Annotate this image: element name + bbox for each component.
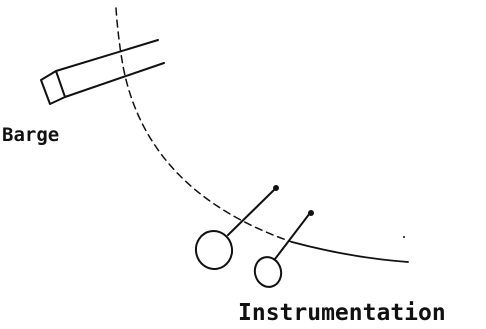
barge-line-upper — [55, 39, 159, 72]
barge-end-block — [40, 70, 66, 105]
barge-shape — [40, 39, 165, 105]
instrument-right-dot — [308, 210, 314, 216]
instrument-left — [194, 185, 279, 270]
instrument-right — [253, 210, 314, 288]
instrument-right-circle — [253, 256, 283, 288]
instrument-left-circle — [194, 230, 234, 270]
solid-arc — [291, 241, 409, 263]
instrumentation-label: Instrumentation — [238, 300, 446, 326]
barge-label: Barge — [2, 124, 60, 146]
speck-mark — [403, 236, 405, 238]
dashed-arc — [115, 7, 293, 243]
instrument-left-dot — [273, 185, 279, 191]
instrument-left-stem — [227, 187, 277, 236]
instrument-right-stem — [274, 212, 311, 260]
barge-line-lower — [64, 62, 165, 98]
